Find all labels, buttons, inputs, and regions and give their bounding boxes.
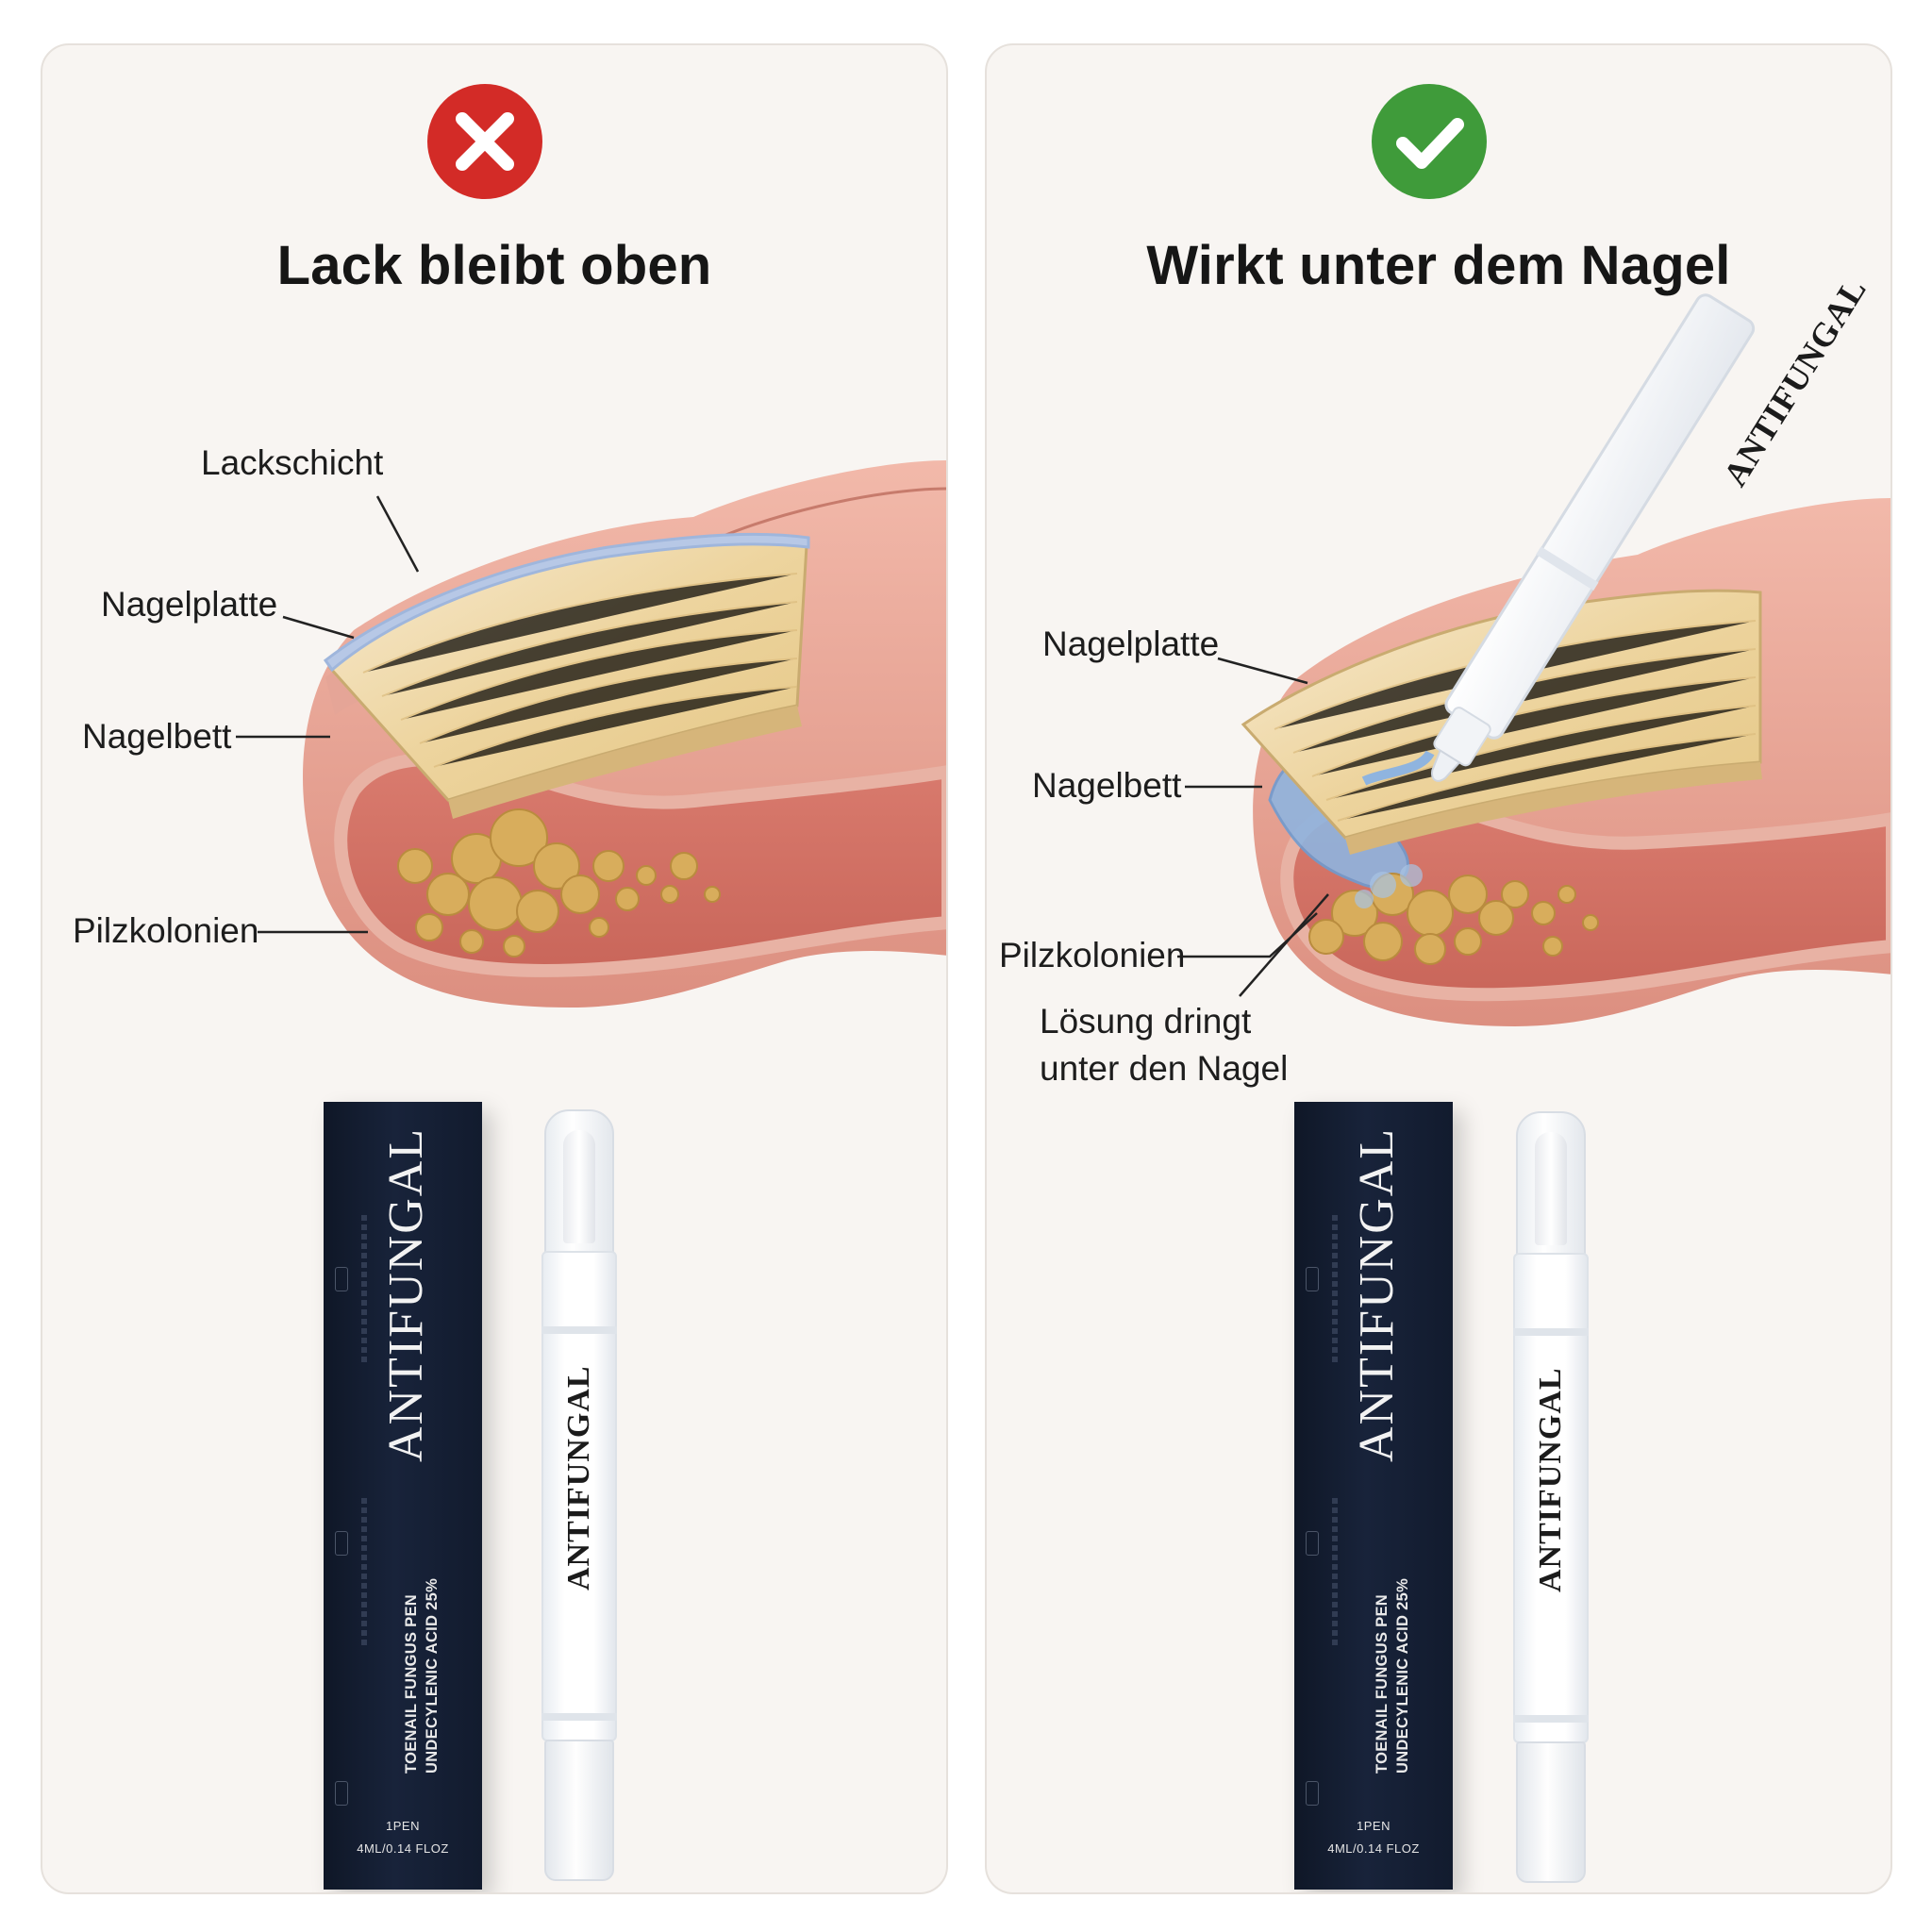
label-pilzkolonien: Pilzkolonien	[73, 911, 259, 950]
box-side-logo-icon	[335, 1531, 348, 1556]
pen-base	[1516, 1741, 1586, 1883]
pen-brush-tip	[1535, 1132, 1567, 1245]
pen-ring	[541, 1713, 617, 1721]
box-brand-text: ANTIFUNGAL	[1350, 1126, 1404, 1462]
product-pen: ANTIFUNGAL	[1510, 1111, 1591, 1885]
label-nagelbett: Nagelbett	[82, 717, 232, 756]
nail-cross-section-illustration: ANTIFUNGAL	[1241, 271, 1890, 1026]
pen-ring	[1513, 1715, 1589, 1723]
box-side-logo-icon	[1306, 1267, 1319, 1291]
label-nagelplatte: Nagelplatte	[101, 585, 278, 624]
box-product-line1: TOENAIL FUNGUS PEN	[1374, 1594, 1391, 1774]
label-nagelplatte: Nagelplatte	[1042, 625, 1220, 663]
product-box: ANTIFUNGAL TOENAIL FUNGUS PEN UNDECYLENI…	[1294, 1102, 1453, 1890]
box-side-logo-icon	[1306, 1781, 1319, 1806]
box-side-fineprint	[1332, 1215, 1338, 1366]
product-box: ANTIFUNGAL TOENAIL FUNGUS PEN UNDECYLENI…	[324, 1102, 482, 1890]
nail-cross-section-illustration	[303, 460, 946, 1008]
box-product-line2: UNDECYLENIC ACID 25%	[424, 1577, 441, 1774]
box-side-logo-icon	[1306, 1531, 1319, 1556]
comparison-panel-left: Lack bleibt oben	[41, 43, 948, 1894]
pen-ring	[541, 1326, 617, 1334]
panel-title-right: Wirkt unter dem Nagel	[1146, 235, 1731, 296]
pen-brush-tip	[563, 1130, 595, 1243]
box-side-fineprint	[1332, 1498, 1338, 1649]
pen-base	[544, 1740, 614, 1881]
box-volume: 4ML/0.14 FLOZ	[357, 1841, 449, 1856]
panel-title-left: Lack bleibt oben	[276, 235, 712, 296]
cross-badge-icon	[426, 83, 543, 200]
comparison-panel-right: Wirkt unter dem Nagel	[985, 43, 1892, 1894]
label-lackschicht: Lackschicht	[201, 443, 384, 482]
box-qty: 1PEN	[1357, 1819, 1391, 1833]
check-badge-icon	[1371, 83, 1488, 200]
label-solution-line1: Lösung dringt	[1040, 1002, 1252, 1041]
label-solution-line2: unter den Nagel	[1040, 1049, 1289, 1088]
label-pilzkolonien: Pilzkolonien	[999, 936, 1186, 974]
product-pen: ANTIFUNGAL	[539, 1109, 620, 1883]
label-nagelbett: Nagelbett	[1032, 766, 1182, 805]
box-side-fineprint	[361, 1215, 367, 1366]
pen-brand-text: ANTIFUNGAL	[1533, 1367, 1568, 1592]
pen-ring	[1513, 1328, 1589, 1336]
box-volume: 4ML/0.14 FLOZ	[1327, 1841, 1420, 1856]
box-side-logo-icon	[335, 1267, 348, 1291]
box-product-line2: UNDECYLENIC ACID 25%	[1394, 1577, 1411, 1774]
box-qty: 1PEN	[386, 1819, 420, 1833]
box-brand-text: ANTIFUNGAL	[379, 1126, 433, 1462]
pen-brand-text: ANTIFUNGAL	[1716, 271, 1874, 492]
box-side-logo-icon	[335, 1781, 348, 1806]
pen-brand-text: ANTIFUNGAL	[561, 1365, 596, 1591]
box-product-line1: TOENAIL FUNGUS PEN	[403, 1594, 420, 1774]
box-side-fineprint	[361, 1498, 367, 1649]
